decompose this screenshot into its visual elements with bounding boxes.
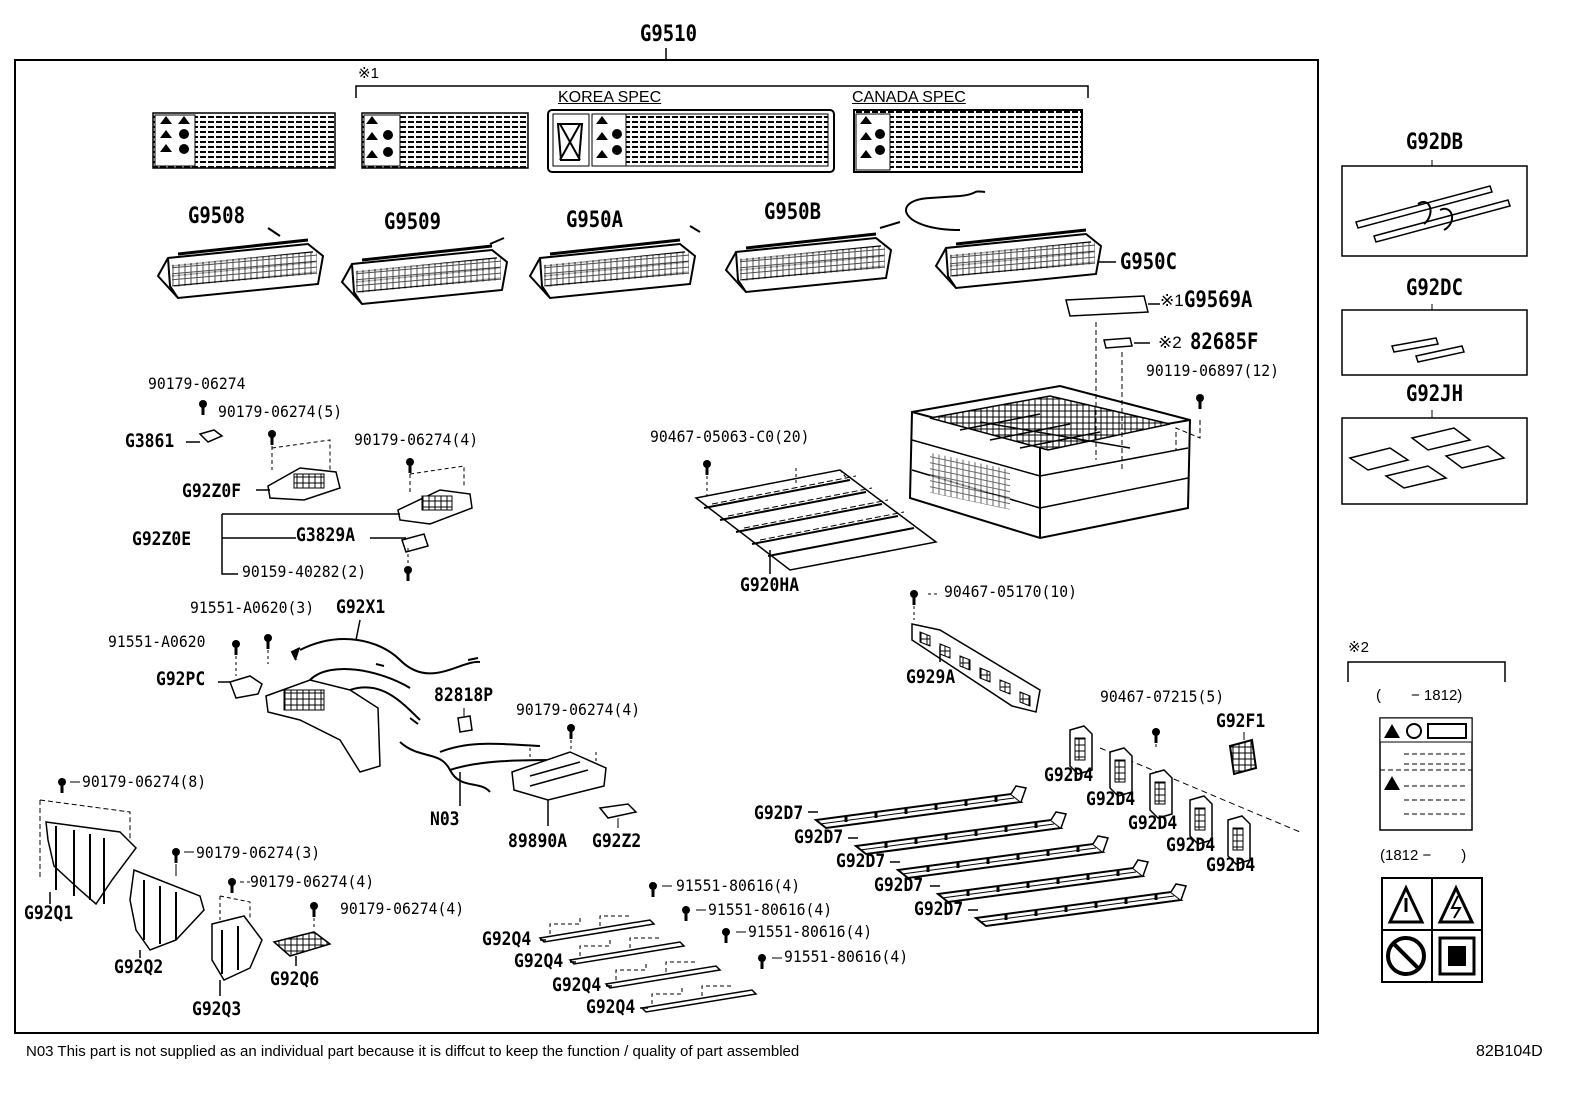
bolt-90179-06274-3[interactable]: 90179-06274(3)	[196, 843, 321, 862]
bolt-90179-06274-4d[interactable]: 90179-06274(4)	[340, 899, 465, 918]
bolt-90179-06274-8[interactable]: 90179-06274(8)	[82, 772, 207, 791]
part-82818p[interactable]: 82818P	[434, 684, 494, 706]
part-g92f1[interactable]: G92F1	[1216, 710, 1266, 732]
part-g92x1[interactable]: G92X1	[336, 596, 386, 618]
bolt-91551-a0620-3[interactable]: 91551-A0620(3)	[190, 598, 315, 617]
korea-spec-label: KOREA SPEC	[558, 89, 662, 106]
part-g92q6[interactable]: G92Q6	[270, 968, 320, 990]
bolt-90159-40282[interactable]: 90159-40282(2)	[242, 562, 367, 581]
bolt-90179-06274-4b[interactable]: 90179-06274(4)	[516, 700, 641, 719]
part-g92d4-1[interactable]: G92D4	[1044, 764, 1094, 786]
part-g950b[interactable]: G950B	[764, 200, 821, 225]
bolt-90179-06274[interactable]: 90179-06274	[148, 374, 246, 393]
part-g92pc[interactable]: G92PC	[156, 668, 206, 690]
part-g92d7-1[interactable]: G92D7	[754, 802, 804, 824]
part-g92d4-4[interactable]: G92D4	[1166, 834, 1216, 856]
bolt-90467-05170[interactable]: 90467-05170(10)	[944, 582, 1077, 601]
footnote: N03 This part is not supplied as an indi…	[26, 1043, 800, 1060]
part-89890a[interactable]: 89890A	[508, 830, 568, 852]
bolt-91551-a0620[interactable]: 91551-A0620	[108, 632, 206, 651]
part-g9569a[interactable]: G9569A	[1184, 288, 1253, 313]
mark-note-2: ※2	[1348, 639, 1369, 656]
bolt-91551-80616-2[interactable]: 91551-80616(4)	[708, 900, 833, 919]
part-g92q1[interactable]: G92Q1	[24, 902, 74, 924]
mark-note-2-sheet: ※2	[1158, 333, 1182, 352]
part-g92z2[interactable]: G92Z2	[592, 830, 642, 852]
part-g92q4-2[interactable]: G92Q4	[514, 950, 564, 972]
figure-id: 82B104D	[1476, 1043, 1543, 1060]
canada-spec-label: CANADA SPEC	[852, 89, 966, 106]
part-g92z0f[interactable]: G92Z0F	[182, 480, 242, 502]
part-g92dc[interactable]: G92DC	[1406, 276, 1463, 301]
part-g92q4-4[interactable]: G92Q4	[586, 996, 636, 1018]
part-g92jh[interactable]: G92JH	[1406, 382, 1463, 407]
part-g920ha[interactable]: G920HA	[740, 574, 800, 596]
part-g950a[interactable]: G950A	[566, 208, 623, 233]
part-g92d7-5[interactable]: G92D7	[914, 898, 964, 920]
part-g950c[interactable]: G950C	[1120, 250, 1177, 275]
bolt-90467-05063[interactable]: 90467-05063-C0(20)	[650, 427, 810, 446]
bolt-91551-80616-1[interactable]: 91551-80616(4)	[676, 876, 801, 895]
part-g92d4-5[interactable]: G92D4	[1206, 854, 1256, 876]
part-g9509[interactable]: G9509	[384, 210, 441, 235]
part-g92q4-3[interactable]: G92Q4	[552, 974, 602, 996]
assembly-title[interactable]: G9510	[640, 22, 697, 47]
part-g92db[interactable]: G92DB	[1406, 130, 1463, 155]
part-g92q3[interactable]: G92Q3	[192, 998, 242, 1020]
part-g92d7-2[interactable]: G92D7	[794, 826, 844, 848]
part-n03[interactable]: N03	[430, 808, 460, 830]
part-g929a[interactable]: G929A	[906, 666, 956, 688]
part-g9508[interactable]: G9508	[188, 204, 245, 229]
part-g92z0e[interactable]: G92Z0E	[132, 528, 192, 550]
part-g92d7-3[interactable]: G92D7	[836, 850, 886, 872]
part-g92q2[interactable]: G92Q2	[114, 956, 164, 978]
bolt-90179-06274-4a[interactable]: 90179-06274(4)	[354, 430, 479, 449]
part-g92d4-3[interactable]: G92D4	[1128, 812, 1178, 834]
part-g3861[interactable]: G3861	[125, 430, 175, 452]
mark-note-1-sheet: ※1	[1160, 291, 1184, 310]
bolt-90467-07215[interactable]: 90467-07215(5)	[1100, 687, 1225, 706]
bolt-91551-80616-3[interactable]: 91551-80616(4)	[748, 922, 873, 941]
bolt-90119-06897[interactable]: 90119-06897(12)	[1146, 361, 1279, 380]
bolt-91551-80616-4[interactable]: 91551-80616(4)	[784, 947, 909, 966]
bolt-90179-06274-5[interactable]: 90179-06274(5)	[218, 402, 343, 421]
bolt-90179-06274-4c[interactable]: 90179-06274(4)	[250, 872, 375, 891]
part-g92d7-4[interactable]: G92D7	[874, 874, 924, 896]
part-g92d4-2[interactable]: G92D4	[1086, 788, 1136, 810]
date-range-before: ( − 1812)	[1376, 687, 1463, 704]
part-g3829a[interactable]: G3829A	[296, 524, 356, 546]
part-82685f[interactable]: 82685F	[1190, 330, 1259, 355]
part-g92q4-1[interactable]: G92Q4	[482, 928, 532, 950]
mark-note-1: ※1	[358, 65, 379, 82]
date-range-after: (1812 − )	[1380, 847, 1467, 864]
